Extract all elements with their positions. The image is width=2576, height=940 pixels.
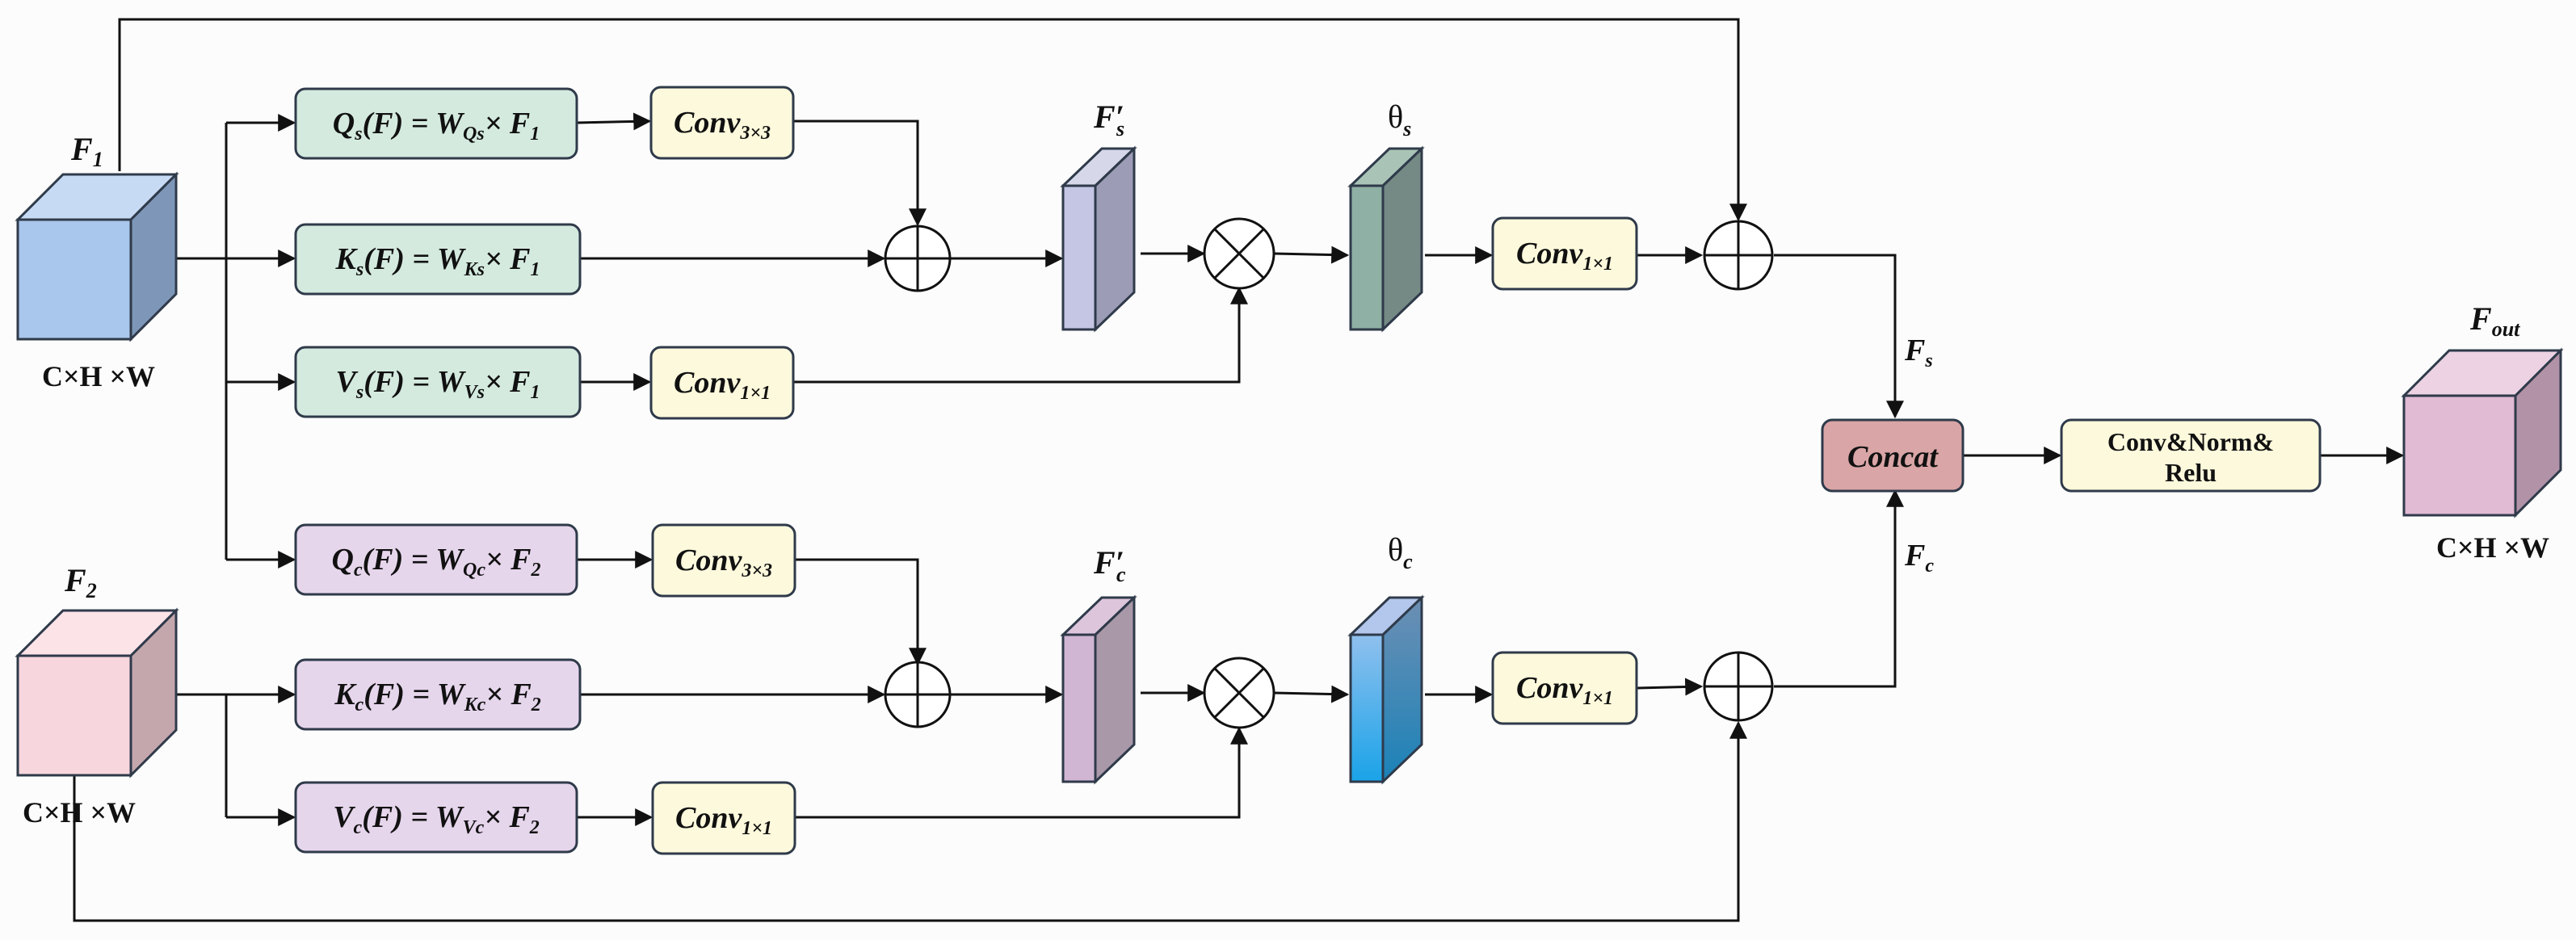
- svg-text:Qs(F) = WQs× F1: Qs(F) = WQs× F1: [333, 107, 540, 145]
- label-fout: Fout: [2469, 300, 2520, 341]
- label-fc-prime: F′c: [1093, 544, 1126, 586]
- label-fs: Fs: [1904, 334, 1933, 371]
- proj-vc: Vc(F) = WVc× F2: [294, 781, 578, 854]
- conv1x1-spatial-out: Conv1×1: [1491, 216, 1638, 291]
- proj-qc: Qc(F) = WQc× F2: [294, 523, 578, 596]
- add-icon-spatial-residual: [1703, 220, 1774, 291]
- proj-qs: Qs(F) = WQs× F1: [294, 87, 578, 160]
- feature-slab-theta-s: [1347, 145, 1425, 333]
- label-f1: F1: [70, 131, 103, 171]
- proj-kc: Kc(F) = WKc× F2: [294, 658, 582, 731]
- svg-text:Conv&Norm&: Conv&Norm&: [2107, 427, 2274, 456]
- svg-text:Conv1×1: Conv1×1: [1516, 237, 1613, 275]
- conv-norm-relu-block: Conv&Norm& Relu: [2060, 418, 2322, 493]
- label-theta-s: θs: [1388, 99, 1411, 141]
- svg-text:Kc(F) = WKc× F2: Kc(F) = WKc× F2: [334, 678, 541, 715]
- connections: [73, 18, 2405, 922]
- add-icon-spatial: [884, 225, 952, 292]
- multiply-icon-spatial: [1203, 217, 1275, 290]
- feature-slab-fc-prime: [1060, 594, 1137, 785]
- proj-ks: Ks(F) = WKs× F1: [294, 223, 582, 296]
- svg-text:Conv1×1: Conv1×1: [675, 801, 772, 839]
- svg-text:Relu: Relu: [2165, 458, 2217, 487]
- feature-slab-theta-c: [1347, 594, 1425, 785]
- svg-text:Conv3×3: Conv3×3: [674, 106, 771, 144]
- input-cube-f1: [15, 171, 179, 342]
- svg-text:Vs(F) = WVs× F1: Vs(F) = WVs× F1: [336, 365, 540, 403]
- add-icon-channel-residual: [1703, 651, 1774, 722]
- conv3x3-spatial: Conv3×3: [649, 86, 795, 160]
- label-fs-prime: F′s: [1093, 99, 1124, 141]
- label-size-f2: C×H ×W: [23, 796, 136, 829]
- label-fc: Fc: [1904, 539, 1934, 577]
- svg-text:Qc(F) = WQc× F2: Qc(F) = WQc× F2: [331, 543, 540, 581]
- label-size-out: C×H ×W: [2436, 531, 2549, 564]
- svg-text:Vc(F) = WVc× F2: Vc(F) = WVc× F2: [333, 800, 540, 838]
- add-icon-channel: [884, 661, 952, 728]
- proj-vs: Vs(F) = WVs× F1: [294, 346, 582, 418]
- svg-text:Ks(F) = WKs× F1: Ks(F) = WKs× F1: [335, 242, 540, 280]
- conv1x1-spatial-v: Conv1×1: [649, 346, 795, 420]
- output-cube-fout: [2401, 347, 2564, 518]
- concat-block: Concat: [1821, 418, 1965, 493]
- conv1x1-channel-out: Conv1×1: [1491, 651, 1638, 725]
- svg-text:Conv3×3: Conv3×3: [675, 543, 772, 581]
- svg-text:Conv1×1: Conv1×1: [674, 366, 771, 404]
- input-cube-f2: [15, 607, 179, 778]
- svg-text:Concat: Concat: [1847, 440, 1939, 474]
- label-size-f1: C×H ×W: [42, 360, 155, 392]
- feature-slab-fs-prime: [1060, 145, 1137, 333]
- label-theta-c: θc: [1388, 531, 1413, 573]
- multiply-icon-channel: [1203, 657, 1275, 729]
- conv3x3-channel: Conv3×3: [651, 523, 796, 598]
- svg-text:Conv1×1: Conv1×1: [1516, 671, 1613, 709]
- conv1x1-channel-v: Conv1×1: [651, 781, 796, 855]
- label-f2: F2: [64, 562, 97, 602]
